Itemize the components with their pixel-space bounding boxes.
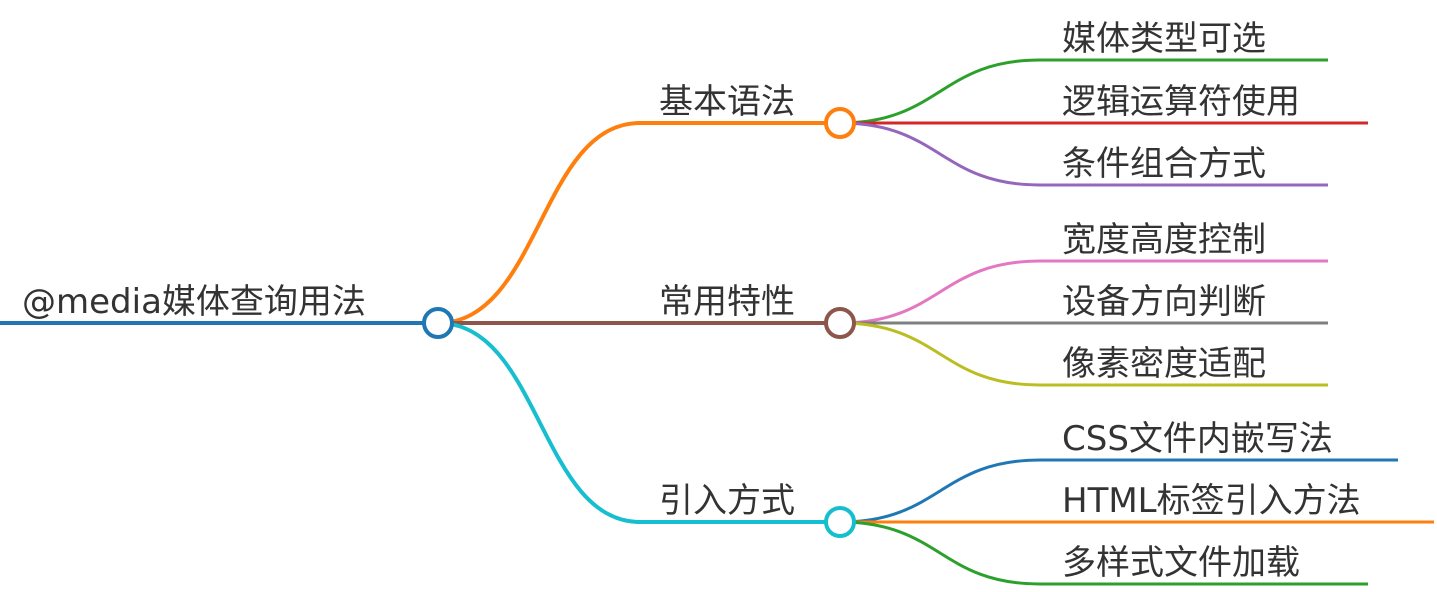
branch-node-import-methods: [824, 506, 856, 538]
leaf-label-css-inline: CSS文件内嵌写法: [1062, 419, 1333, 459]
connector-root-to-basic-syntax: [437, 121, 840, 325]
branch-label-basic-syntax: 基本语法: [659, 82, 795, 122]
connector-import-methods-to-multi-stylesheet: [839, 520, 1368, 586]
connector-import-methods-to-css-inline: [839, 458, 1398, 524]
leaf-label-html-tag: HTML标签引入方法: [1062, 481, 1361, 521]
leaf-label-orientation: 设备方向判断: [1062, 282, 1266, 322]
branch-label-common-features: 常用特性: [659, 282, 795, 322]
branch-label-import-methods: 引入方式: [659, 481, 795, 521]
connector-basic-syntax-to-media-types: [839, 58, 1328, 125]
connector-root-to-import-methods: [437, 321, 840, 524]
leaf-label-media-types: 媒体类型可选: [1062, 19, 1266, 59]
leaf-label-pixel-density: 像素密度适配: [1062, 344, 1266, 384]
branch-node-basic-syntax: [824, 107, 856, 139]
root-node-circle: [422, 307, 454, 339]
branch-node-common-features: [824, 307, 856, 339]
root-label: @media媒体查询用法: [22, 282, 366, 322]
connector-common-features-to-pixel-density: [839, 321, 1328, 387]
leaf-label-multi-stylesheet: 多样式文件加载: [1062, 543, 1300, 583]
leaf-label-condition-combination: 条件组合方式: [1062, 144, 1266, 184]
leaf-label-logical-operators: 逻辑运算符使用: [1062, 82, 1300, 122]
leaf-label-width-height: 宽度高度控制: [1062, 220, 1266, 260]
connector-common-features-to-width-height: [839, 259, 1328, 325]
connector-basic-syntax-to-condition-combination: [839, 121, 1328, 187]
